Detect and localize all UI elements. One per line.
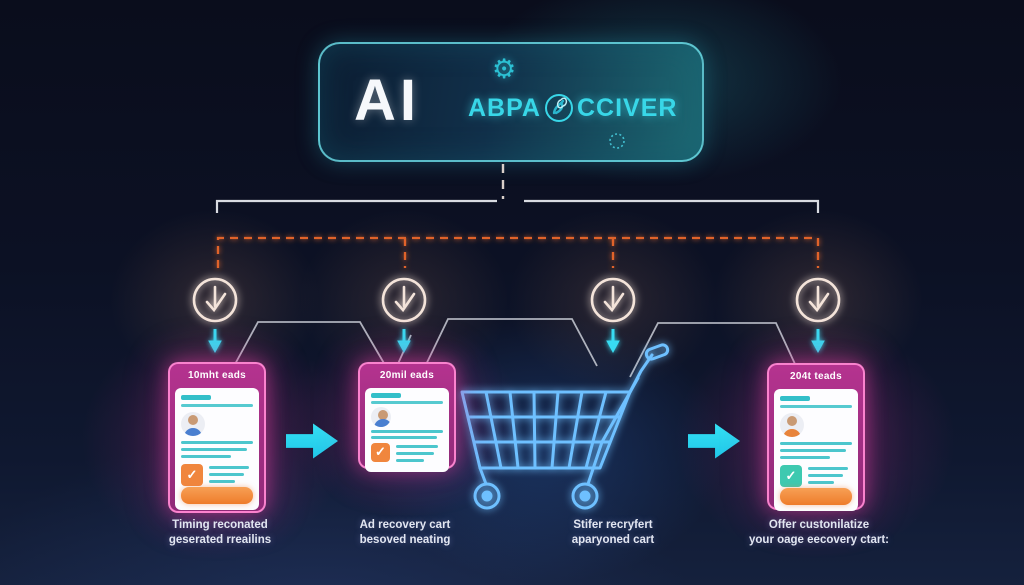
gear-icon: ⚙	[492, 54, 517, 84]
card-title: 204t teads	[790, 371, 842, 382]
card-body: ✓	[175, 388, 259, 510]
dotted-sphere-icon	[609, 133, 625, 149]
caption-1: Timing reconated geserated rreailins	[140, 518, 300, 548]
text-line	[371, 429, 443, 433]
caption-line: aparyoned cart	[571, 533, 655, 546]
zigzag-links	[227, 318, 802, 379]
shopping-cart-icon	[460, 343, 670, 510]
card-body: ✓	[365, 388, 449, 472]
cta-button[interactable]	[780, 487, 852, 505]
flow-arrow-right-icon	[688, 423, 740, 459]
download-check-icon	[192, 277, 238, 323]
clock-person-emblem-icon	[544, 94, 573, 122]
download-check-icons	[192, 277, 841, 354]
caption-4: Offer custonilatize your oage eecovery c…	[728, 518, 910, 548]
caption-line: Offer custonilatize	[768, 519, 870, 531]
caption-line: your oage eecovery ctart:	[749, 533, 889, 546]
avatar	[371, 406, 391, 427]
text-bar	[780, 396, 811, 401]
text-line	[181, 454, 232, 458]
caption-line: besoved neating	[359, 533, 451, 546]
text-lines	[396, 443, 443, 466]
check-badge-icon: ✓	[371, 442, 390, 462]
check-badge-icon: ✓	[181, 463, 203, 486]
text-line	[780, 455, 831, 459]
cyan-down-arrows	[208, 329, 825, 354]
check-badge-icon: ✓	[780, 464, 802, 487]
card-title: 10mht eads	[187, 370, 247, 381]
ai-label: AI	[354, 68, 420, 134]
text-line	[181, 404, 253, 407]
download-check-icon	[795, 277, 841, 323]
white-bracket-line	[215, 199, 820, 213]
text-line	[181, 447, 248, 451]
card-title: 20mil eads	[379, 370, 435, 381]
center-drop-lines	[501, 164, 518, 238]
caption-3: Stifer recryfert aparyoned cart	[533, 518, 693, 548]
lead-card-1[interactable]: 10mht eads ✓	[168, 362, 266, 513]
brand-text-left: ABPA	[468, 93, 541, 122]
card-body: ✓	[774, 389, 858, 511]
text-bar	[371, 393, 402, 398]
avatar	[780, 412, 804, 437]
text-lines	[209, 464, 253, 487]
text-bar	[181, 395, 212, 400]
download-check-icon	[381, 277, 427, 323]
avatar	[181, 411, 205, 436]
lead-card-2[interactable]: 20mil eads ✓	[358, 362, 456, 472]
caption-line: Stifer recryfert	[573, 519, 653, 531]
text-line	[780, 405, 852, 408]
brand-text-right: CCIVER	[576, 93, 678, 122]
download-check-icon	[590, 277, 636, 323]
caption-2: Ad recovery cart besoved neating	[325, 518, 485, 548]
caption-line: Timing reconated	[172, 519, 268, 531]
text-line	[780, 448, 847, 452]
caption-line: Ad recovery cart	[359, 519, 451, 531]
orange-dashed-branch	[216, 236, 820, 268]
caption-line: geserated rreailins	[168, 533, 272, 546]
text-line	[371, 401, 443, 404]
text-line	[780, 441, 852, 445]
text-line	[371, 435, 438, 439]
flow-arrow-right-icon	[286, 423, 338, 459]
cta-button[interactable]	[181, 486, 253, 504]
brand-logo: ABPA CCIVER	[468, 92, 677, 124]
text-lines	[808, 465, 852, 488]
text-line	[181, 440, 253, 444]
ai-header-panel: AI ⚙ ABPA CCIVER	[318, 42, 704, 162]
lead-card-3[interactable]: 204t teads ✓	[767, 363, 865, 511]
